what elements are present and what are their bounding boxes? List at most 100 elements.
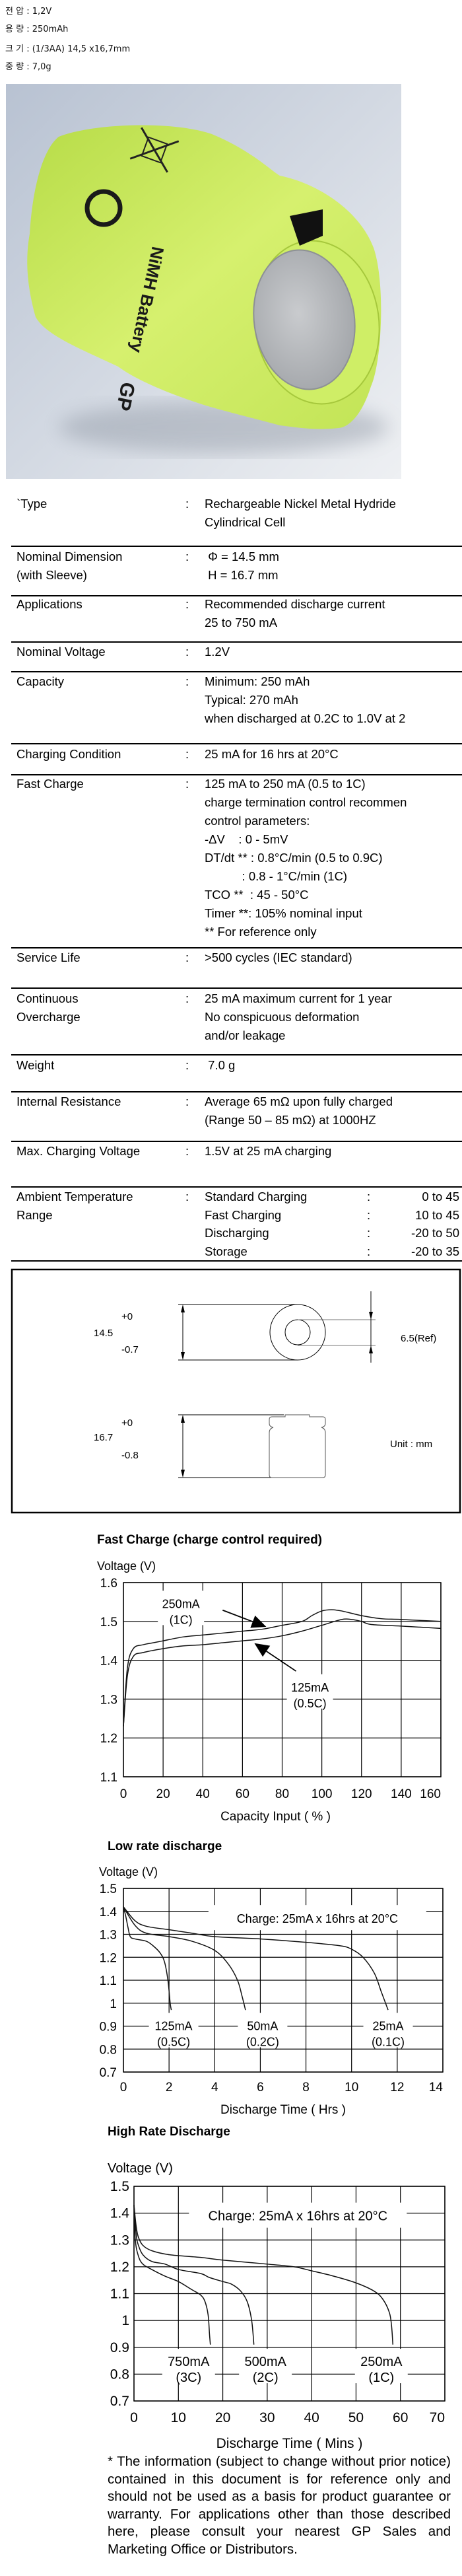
battery-photo: NiMH Battery GP (6, 84, 401, 479)
series-line-250mA (133, 2205, 394, 2345)
x-tick-label: 60 (393, 2410, 408, 2425)
row-divider (11, 641, 462, 643)
spec-value-line: 1.5V at 25 mA charging (205, 1144, 332, 1158)
dimension-drawing: +0 14.5 -0.7 6.5(Ref) +0 16.7 -0.8 Unit … (11, 1268, 461, 1514)
y-tick-label: 0.7 (100, 2066, 117, 2080)
summary-value: (1/3AA) 14,5 x16,7mm (32, 44, 131, 54)
row-divider (11, 1186, 462, 1188)
series-annotation: (0.5C) (294, 1697, 327, 1710)
series-annotation: 125mA (291, 1681, 329, 1694)
note-bg (208, 1905, 426, 1931)
spec-value-line: (Range 50 – 85 mΩ) at 1000HZ (205, 1113, 376, 1127)
disclaimer: * The information (subject to change wit… (108, 2454, 451, 2557)
y-tick-label: 1.5 (100, 1882, 117, 1896)
y-tick-label: 1.1 (110, 2287, 129, 2302)
series-annotation: (3C) (176, 2371, 201, 2385)
spec-label-line: Nominal Dimension (16, 550, 123, 563)
spec-colon: : (185, 497, 189, 511)
cell-top-view (269, 1304, 326, 1361)
spec-label: Fast Charge (16, 775, 84, 793)
x-tick-label: 0 (120, 2081, 127, 2094)
series-line-125mA (123, 1618, 442, 1727)
spec-value: 1.5V at 25 mA charging (205, 1142, 331, 1161)
summary-size: 크 기 : (1/3AA) 14,5 x16,7mm (5, 44, 131, 54)
ambient-condition: Standard Charging (205, 1190, 308, 1203)
spec-label: Service Life (16, 948, 81, 967)
y-tick-label: 1.3 (110, 2233, 129, 2248)
row-divider (11, 774, 462, 775)
x-tick-label: 70 (430, 2410, 445, 2425)
x-tick-label: 4 (211, 2081, 218, 2094)
spec-value-line: H = 16.7 mm (205, 568, 279, 582)
spec-value-line: control parameters: (205, 814, 310, 828)
spec-value: 1.2V (205, 643, 230, 661)
spec-value: 7.0 g (205, 1056, 235, 1075)
summary-label: 전 압 (5, 7, 24, 17)
y-tick-label: 0.7 (110, 2394, 129, 2409)
terminal-dimension: 6.5(Ref) (401, 1333, 436, 1344)
spec-value-line: 25 mA for 16 hrs at 20°C (205, 747, 339, 761)
annotation-bg (363, 2013, 413, 2048)
spec-label: Capacity (16, 672, 64, 691)
x-tick-label: 160 (420, 1787, 441, 1801)
spec-colon: : (185, 1190, 189, 1203)
annotation-bg (286, 1674, 333, 1709)
row-divider (11, 671, 462, 672)
spec-label-line: Max. Charging Voltage (16, 1144, 141, 1158)
charge-condition-note: Charge: 25mA x 16hrs at 20°C (209, 2209, 387, 2224)
spec-value-line: Minimum: 250 mAh (205, 674, 310, 688)
y-tick-label: 1 (121, 2313, 129, 2328)
spec-value-line: ** For reference only (205, 925, 317, 939)
series-annotation: (0.1C) (372, 2036, 405, 2049)
series-annotation: (0.2C) (246, 2036, 279, 2049)
spec-colon: : (185, 1058, 189, 1072)
y-tick-label: 1.5 (110, 2179, 129, 2194)
spec-colon: : (185, 1144, 189, 1158)
fast-charge-ylabel: Voltage (V) (97, 1559, 156, 1573)
y-tick-label: 1.4 (110, 2206, 130, 2221)
spec-label-line: Capacity (16, 674, 64, 688)
series-annotation: (1C) (170, 1613, 193, 1626)
ambient-range: 10 to 45 (415, 1207, 459, 1222)
x-tick-label: 120 (351, 1787, 372, 1801)
x-tick-label: 12 (390, 2081, 404, 2094)
spec-label: Internal Resistance (16, 1092, 121, 1111)
y-tick-label: 1.1 (100, 1771, 117, 1785)
y-tick-label: 1.4 (100, 1906, 117, 1919)
y-tick-label: 0.9 (100, 2021, 117, 2034)
x-tick-label: 100 (312, 1787, 333, 1801)
ambient-condition: Discharging (205, 1226, 269, 1240)
battery-terminal-cap (253, 249, 356, 390)
y-tick-label: 1.6 (100, 1577, 117, 1591)
spec-value-line: >500 cycles (IEC standard) (205, 950, 352, 964)
x-axis-label: Discharge Time ( Hrs ) (220, 2103, 346, 2117)
spec-label-line: Internal Resistance (16, 1094, 121, 1108)
spec-label: `Type (16, 495, 47, 513)
spec-value-line: DT/dt ** : 0.8°C/min (0.5 to 0.9C) (205, 851, 383, 865)
x-tick-label: 2 (166, 2081, 173, 2094)
ambient-colon: : (367, 1244, 371, 1259)
x-tick-label: 0 (130, 2410, 138, 2425)
spec-value-line: : 0.8 - 1°C/min (1C) (205, 869, 348, 883)
series-annotation: 250mA (162, 1597, 200, 1610)
row-divider (11, 1260, 462, 1262)
x-tick-label: 10 (171, 2410, 186, 2425)
ambient-colon: : (367, 1207, 371, 1222)
summary-label: 중 량 (5, 62, 24, 72)
x-tick-label: 14 (429, 2081, 444, 2094)
arrow-head (254, 1643, 271, 1657)
ambient-colon: : (367, 1226, 371, 1240)
annotation-bg (238, 2013, 288, 2048)
spec-value-line: 25 to 750 mA (205, 616, 278, 629)
spec-value-line: 25 mA maximum current for 1 year (205, 991, 392, 1005)
spec-colon: : (185, 597, 189, 611)
spec-value-line: -ΔV : 0 - 5mV (205, 832, 288, 846)
x-axis-label: Discharge Time ( Mins ) (216, 2436, 363, 2451)
ambient-condition: Storage (205, 1244, 248, 1259)
row-divider (11, 595, 462, 596)
spec-label-line: (with Sleeve) (16, 568, 87, 582)
low-rate-title: Low rate discharge (108, 1840, 222, 1853)
